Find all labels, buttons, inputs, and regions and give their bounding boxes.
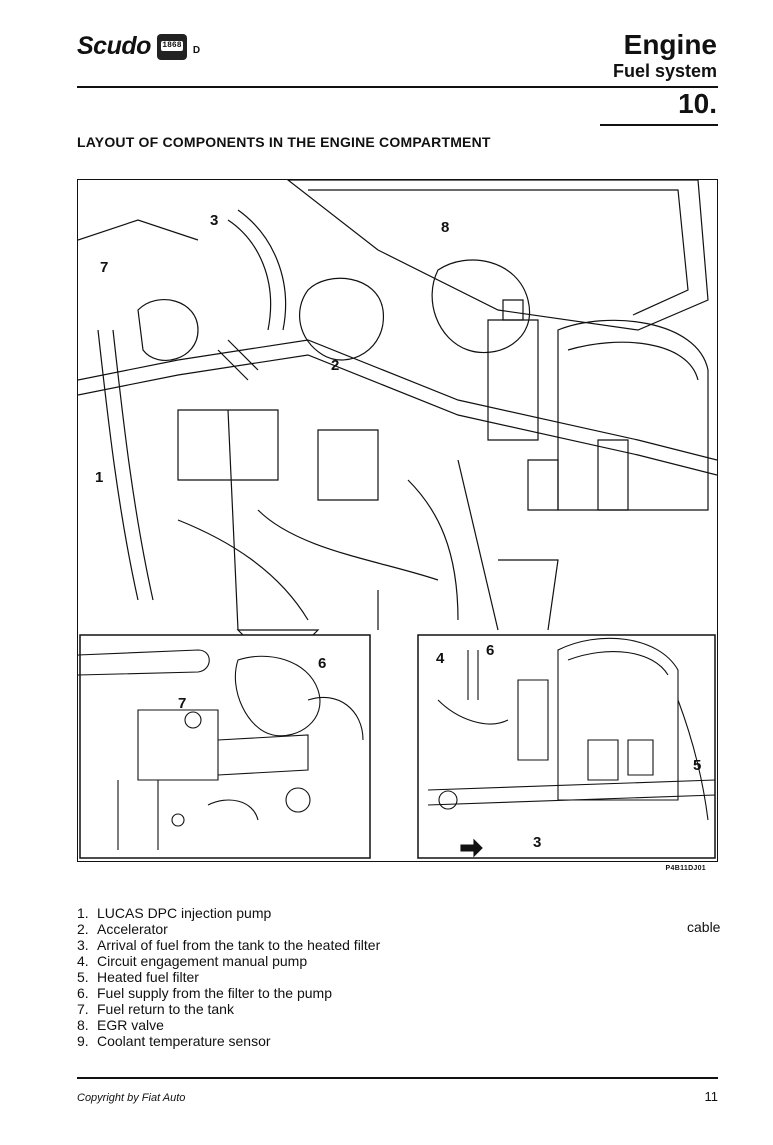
fiat-logo-icon: 1868 — [156, 33, 187, 60]
chapter-title: Engine — [623, 29, 717, 60]
callout-right-3: 3 — [533, 834, 541, 851]
brand-name: Scudo — [77, 32, 151, 60]
component-legend: 1.LUCAS DPC injection pump 2.Accelerator… — [77, 905, 380, 1049]
legend-item: 5.Heated fuel filter — [77, 969, 199, 985]
copyright: Copyright by Fiat Auto — [77, 1092, 186, 1104]
callout-right-6: 6 — [486, 642, 494, 659]
page-number: 11 — [704, 1089, 719, 1104]
logo-text: 1868 — [160, 40, 183, 51]
callout-7: 7 — [100, 259, 108, 276]
side-note: cable — [687, 919, 721, 935]
engine-compartment-figure: 3 7 8 2 1 7 6 4 6 5 3 — [77, 179, 718, 862]
callout-right-4: 4 — [436, 650, 445, 667]
brand: Scudo 1868 D — [77, 32, 200, 61]
callout-1: 1 — [95, 469, 103, 486]
callout-2: 2 — [331, 357, 339, 374]
section-number: 10. — [678, 88, 717, 119]
legend-item: 3.Arrival of fuel from the tank to the h… — [77, 937, 381, 953]
callout-right-5: 5 — [693, 757, 701, 774]
footer-divider — [77, 1077, 718, 1079]
legend-item: 4.Circuit engagement manual pump — [77, 953, 308, 969]
legend-item: 8.EGR valve — [77, 1017, 164, 1033]
section-divider — [600, 124, 718, 126]
legend-item: 2.Accelerator — [77, 921, 168, 937]
legend-item: 1.LUCAS DPC injection pump — [77, 905, 272, 921]
callout-numbers: 3 7 8 2 1 7 6 4 6 5 3 — [95, 212, 701, 851]
page-heading: LAYOUT OF COMPONENTS IN THE ENGINE COMPA… — [77, 134, 491, 150]
left-inset — [78, 634, 371, 859]
right-inset — [417, 634, 716, 859]
header-titles: Engine Fuel system — [613, 30, 717, 82]
legend-item: 6.Fuel supply from the filter to the pum… — [77, 985, 332, 1001]
engine-line-drawing: 3 7 8 2 1 7 6 4 6 5 3 — [78, 180, 717, 859]
legend-item: 9.Coolant temperature sensor — [77, 1033, 271, 1049]
chapter-subtitle: Fuel system — [612, 61, 717, 81]
callout-left-6: 6 — [318, 655, 326, 672]
figure-code: P4B11DJ01 — [665, 865, 706, 872]
brand-suffix: D — [192, 45, 201, 56]
callout-8: 8 — [441, 219, 449, 236]
callout-3: 3 — [210, 212, 218, 229]
legend-item: 7.Fuel return to the tank — [77, 1001, 234, 1017]
callout-left-7: 7 — [178, 695, 186, 712]
header-divider — [77, 86, 718, 88]
